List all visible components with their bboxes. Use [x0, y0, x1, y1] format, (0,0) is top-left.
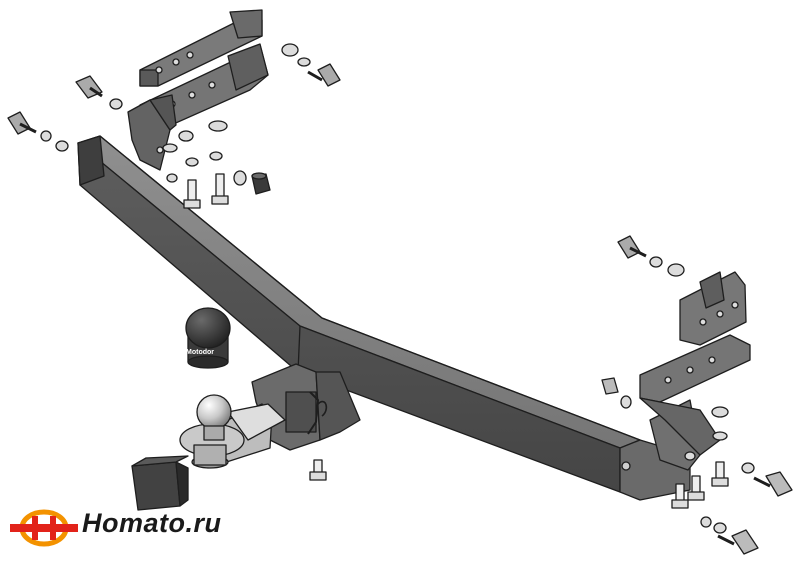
bolt-right-top: [617, 235, 647, 259]
tow-ball-cover: [185, 307, 231, 369]
tow-ball: [179, 394, 245, 469]
brand-logo-icon: [10, 509, 78, 547]
vertical-bolt-left-1: [183, 179, 201, 209]
bolt-upper-left-short: [75, 75, 103, 99]
main-cross-beam: [77, 135, 641, 493]
right-bracket-lower-plate: [639, 334, 751, 456]
bolt-lower-right-2: [717, 529, 759, 555]
vertical-bolt-left-2: [211, 173, 229, 205]
nut-left: [251, 172, 271, 195]
bolt-far-left: [7, 111, 37, 135]
washers: [40, 43, 755, 534]
vertical-bolt-right-2: [687, 475, 705, 501]
socket-plug: [131, 455, 189, 511]
left-bracket-upper-plate: [139, 9, 263, 87]
right-bracket-upper-plate: [679, 271, 747, 346]
cover-brand-label: Motodor: [186, 349, 214, 356]
vertical-bolt-right-1: [671, 483, 689, 509]
safety-clip: [307, 391, 328, 435]
brand-name: Homato.ru: [82, 508, 222, 538]
bolt-lower-right-1: [753, 471, 793, 497]
vertical-bolt-mount: [309, 459, 327, 481]
left-hanger-bracket: [127, 94, 177, 171]
nut-right: [601, 377, 619, 395]
bolt-upper-right-top: [307, 63, 341, 87]
vertical-bolt-right-3: [711, 461, 729, 487]
